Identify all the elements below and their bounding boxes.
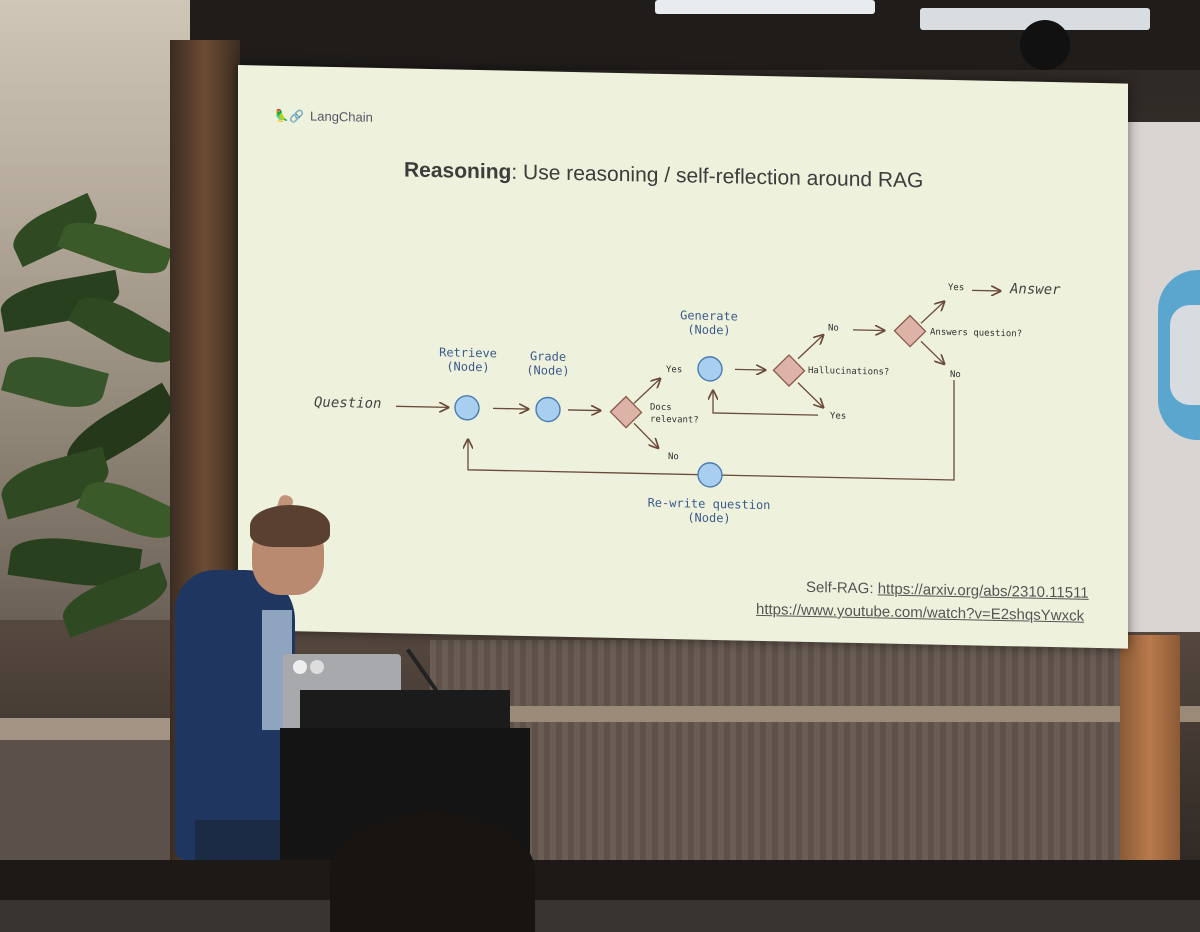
flow-diagram <box>396 65 1128 488</box>
arrow <box>920 340 944 363</box>
edge-no-label: No <box>950 369 961 381</box>
edge-yes-label: Yes <box>948 282 965 294</box>
docs-relevant-label: Docs relevant? <box>650 402 699 427</box>
presenter-hair <box>250 505 330 547</box>
ceiling-camera <box>1020 20 1070 70</box>
edge-yes-label: Yes <box>830 411 847 422</box>
arrow <box>713 391 818 416</box>
retrieve-node <box>454 395 480 421</box>
rewrite-label: Re-write question (Node) <box>634 495 784 526</box>
edge-yes-label: Yes <box>666 364 683 376</box>
ceiling-light <box>920 8 1150 30</box>
arrow <box>853 330 884 331</box>
projection-screen: 🦜🔗 LangChain Reasoning: Use reasoning / … <box>238 65 1128 649</box>
laptop-sticker <box>293 660 307 674</box>
grade-label: Grade (Node) <box>510 349 586 379</box>
retrieve-label: Retrieve (Node) <box>426 345 510 375</box>
decision-docs-relevant <box>609 395 643 429</box>
ceiling-light <box>655 0 875 14</box>
plant <box>0 190 185 638</box>
generate-label-line2: (Node) <box>687 322 731 338</box>
retrieve-label-line2: (Node) <box>446 359 490 375</box>
podium-top <box>300 690 510 732</box>
wall-ledge <box>420 706 1200 722</box>
floor <box>0 860 1200 900</box>
arrow <box>797 382 823 408</box>
arrow <box>633 422 658 448</box>
docs-relevant-line2: relevant? <box>650 414 699 426</box>
laptop-sticker <box>310 660 324 674</box>
generate-label: Generate (Node) <box>666 308 752 338</box>
arrow <box>797 335 823 360</box>
arrow <box>493 408 528 409</box>
logo-graphic-inner <box>1170 305 1200 405</box>
rewrite-node <box>697 462 723 488</box>
grade-node <box>535 396 561 423</box>
grade-label-line2: (Node) <box>526 363 570 378</box>
generate-node <box>697 356 723 382</box>
arrow <box>972 290 1000 291</box>
hallucinations-label: Hallucinations? <box>808 365 890 378</box>
citation-label: Self-RAG: <box>806 578 878 598</box>
arrow <box>920 301 944 324</box>
wooden-post <box>1120 635 1180 885</box>
question-label: Question <box>314 394 382 413</box>
arrow <box>396 406 448 407</box>
arrow <box>633 378 660 404</box>
answers-question-label: Answers question? <box>930 327 1023 340</box>
edge-no-label: No <box>828 323 839 334</box>
retrieve-label-line1: Retrieve <box>439 345 497 361</box>
lower-wall-panels <box>430 640 1130 880</box>
arrow <box>568 410 600 411</box>
docs-relevant-line1: Docs <box>650 402 672 414</box>
answer-label: Answer <box>1010 281 1061 299</box>
decision-hallucinations <box>772 354 806 388</box>
edge-no-label: No <box>668 452 679 463</box>
decision-answers-question <box>893 314 927 348</box>
arrow <box>735 369 765 370</box>
audience-member-head <box>330 812 535 932</box>
